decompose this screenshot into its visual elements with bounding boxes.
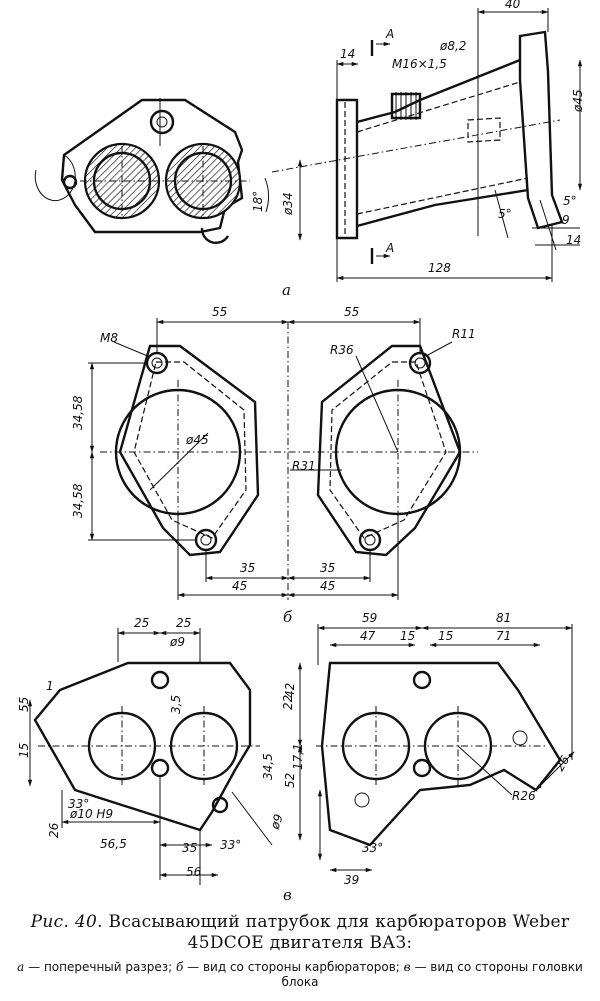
view-a-side: [264, 8, 583, 282]
dimension-b-7: 34,58: [71, 395, 85, 430]
dimension-v-7: 15: [438, 629, 453, 643]
dimension-v-3: 59: [362, 611, 377, 625]
dimension-b-8: 34,58: [71, 483, 85, 518]
dimension-a-9: 5°: [498, 207, 512, 221]
dimension-b-3: R11: [452, 327, 476, 341]
dimension-v-12: 22: [281, 695, 295, 710]
figure-number: Рис. 40.: [30, 912, 103, 932]
dimension-v-27: 26: [552, 753, 572, 774]
view-v: [27, 624, 575, 885]
dimension-v-11: 3,5: [169, 695, 183, 714]
dimension-a-13: 128: [428, 261, 451, 275]
view-label-v: в: [283, 886, 292, 904]
dimension-b-11: 45: [232, 579, 247, 593]
dimension-v-17: 52: [283, 773, 297, 788]
dimension-v-0: 25: [134, 616, 149, 630]
dimension-v-19: 33°: [68, 797, 89, 811]
dimension-b-2: M8: [100, 331, 118, 345]
dimension-a-0: 40: [505, 0, 521, 11]
dimension-b-10: 35: [320, 561, 335, 575]
dimension-v-20: ø10 H9: [69, 807, 113, 821]
dimension-a-1: 14: [340, 47, 355, 61]
dimension-v-28: 33°: [362, 841, 383, 855]
dimension-v-29: 39: [344, 873, 359, 887]
legend-letter-v: в: [403, 960, 411, 974]
dimension-v-13: 42: [283, 683, 297, 698]
dimension-v-2: ø9: [169, 635, 185, 649]
dimension-b-4: R36: [330, 343, 354, 357]
figure-legend: а — поперечный разрез; б — вид со сторон…: [17, 960, 583, 989]
dimension-v-16: 34,5: [261, 753, 275, 780]
view-a-section: [34, 98, 250, 244]
dimension-b-0: 55: [212, 305, 227, 319]
dimension-a-3: А: [385, 241, 394, 255]
dimension-v-18: 26: [47, 822, 61, 838]
dimension-b-5: ø45: [185, 433, 209, 447]
dimension-v-4: 81: [496, 611, 511, 625]
figure-title: Всасывающий патрубок для карбюраторов We…: [108, 912, 570, 953]
legend-text-a: поперечный разрез;: [43, 960, 173, 974]
dimension-v-14: 15: [17, 743, 31, 758]
legend-text-v: вид со стороны головки блока: [281, 960, 583, 989]
view-label-a: а: [282, 281, 291, 299]
dimension-v-5: 47: [360, 629, 376, 643]
dimension-a-11: 9: [562, 213, 570, 227]
view-label-b: б: [283, 608, 293, 626]
view-b: [88, 318, 478, 600]
dimension-a-5: M16×1,5: [392, 57, 447, 71]
dimension-a-6: ø45: [571, 89, 585, 113]
dimension-v-1: 25: [176, 616, 191, 630]
dimension-v-25: 56: [186, 865, 202, 879]
dimension-a-4: ø8,2: [439, 39, 466, 53]
dimension-v-26: R26: [512, 789, 536, 803]
legend-letter-b: б: [176, 960, 184, 974]
dimension-a-12: 14: [566, 233, 581, 247]
dimension-v-10: 55: [17, 697, 31, 712]
dimension-a-8: 18°: [251, 191, 265, 212]
dimension-a-10: 5°: [563, 194, 577, 208]
dimension-b-6: R31: [292, 459, 316, 473]
dimension-v-23: 35: [182, 841, 197, 855]
legend-text-b: вид со стороны карбюраторов;: [202, 960, 400, 974]
legend-letter-a: а: [17, 960, 25, 974]
dimension-a-7: ø34: [281, 192, 295, 216]
dimension-v-9: 1: [46, 679, 54, 693]
figure-caption: Рис. 40. Всасывающий патрубок для карбюр…: [0, 912, 600, 990]
technical-drawing: 4014ААø8,2M16×1,5ø45ø3418°5°5°914128а555…: [17, 0, 585, 904]
dimension-v-21: ø9: [267, 812, 286, 832]
dimension-v-24: 33°: [220, 838, 241, 852]
dimension-a-2: А: [385, 27, 394, 41]
dimension-b-1: 55: [344, 305, 359, 319]
dimension-v-6: 15: [400, 629, 415, 643]
dimension-v-22: 56,5: [100, 837, 127, 851]
dimension-b-9: 35: [240, 561, 255, 575]
dimension-v-15: 17,1: [291, 743, 305, 770]
dimension-b-12: 45: [320, 579, 335, 593]
dimension-v-8: 71: [496, 629, 511, 643]
